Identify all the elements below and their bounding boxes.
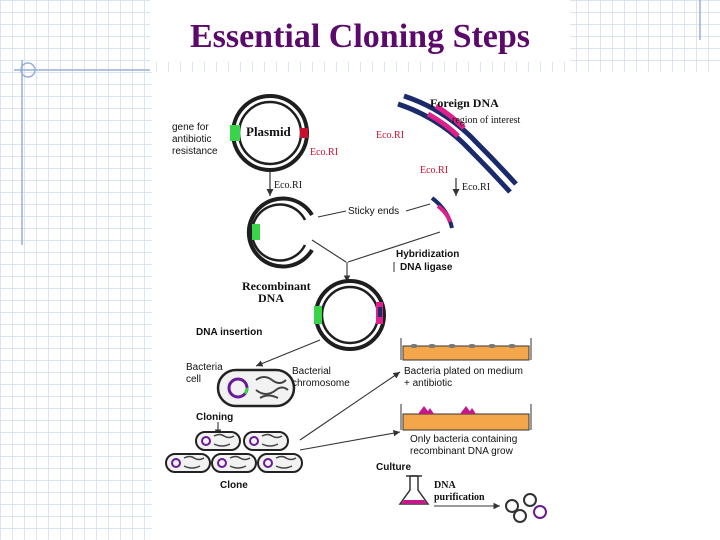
cut-foreign-fragment [430, 196, 454, 229]
merge-line-left [311, 239, 347, 263]
purified-plasmids [505, 493, 547, 523]
recombinant-label-1: Recombinant [242, 279, 311, 293]
arrow-insertion [255, 339, 321, 367]
only-bacteria-label-1: Only bacteria containing [410, 434, 517, 445]
clone-cell [257, 453, 303, 473]
ecori-plasmid-cut-label: Eco.RI [274, 180, 302, 191]
title-band [150, 0, 570, 62]
recombinant-label-2: DNA [258, 291, 284, 305]
sticky-ends-label: Sticky ends [348, 206, 399, 217]
merge-line-right [347, 231, 441, 263]
ecori-site-marker [300, 128, 308, 138]
bacteria-cell [216, 368, 296, 408]
culture-label: Culture [376, 462, 411, 473]
decor-circle [20, 62, 36, 78]
clone-cells [165, 431, 303, 473]
plated-label-1: Bacteria plated on medium [404, 366, 523, 377]
recombinant-dna [314, 279, 386, 351]
resistance-gene-marker [230, 125, 240, 141]
purification-label-1: DNA [434, 480, 456, 491]
plate-selective [400, 404, 532, 431]
chromosome-label-2: chromosome [292, 378, 350, 389]
ecori-mid-label: Eco.RI [420, 165, 448, 176]
ecori-plasmid-label: Eco.RI [310, 147, 338, 158]
clone-label: Clone [220, 480, 248, 491]
purification-label-2: purification [434, 492, 485, 503]
ligase-label: DNA ligase [400, 262, 453, 273]
region-of-interest-label: region of interest [452, 115, 521, 126]
foreign-dna [397, 93, 518, 194]
resistance-gene-label-1: gene for [172, 122, 209, 133]
plate-medium [400, 338, 532, 361]
foreign-dna-label: Foreign DNA [430, 96, 499, 110]
ecori-right-cut-label: Eco.RI [462, 182, 490, 193]
plated-label-2: + antibiotic [404, 378, 452, 389]
ecori-left-label: Eco.RI [376, 130, 404, 141]
clone-cell [243, 431, 289, 451]
clone-cell [195, 431, 241, 451]
cloning-label: Cloning [196, 412, 233, 423]
chromosome-label-1: Bacterial [292, 366, 331, 377]
resistance-gene-label-3: resistance [172, 146, 218, 157]
culture-flask [398, 475, 430, 505]
plasmid-label: Plasmid [246, 124, 292, 139]
slide-title: Essential Cloning Steps [189, 18, 531, 55]
sticky-ends-pointer-left [317, 210, 347, 218]
bacteria-cell-label-1: Bacteria [186, 362, 223, 373]
bacteria-cell-label-2: cell [186, 374, 201, 385]
arrow-to-selective-plate [299, 429, 401, 451]
plasmid [230, 94, 309, 172]
arrow-to-plate [299, 371, 401, 441]
dna-insertion-label: DNA insertion [196, 327, 262, 338]
sticky-ends-pointer-right [405, 203, 431, 212]
clone-cell [165, 453, 211, 473]
clone-cell [211, 453, 257, 473]
cut-plasmid [246, 196, 314, 269]
hybridization-label: Hybridization [396, 249, 459, 260]
resistance-gene-label-2: antibiotic [172, 134, 211, 145]
only-bacteria-label-2: recombinant DNA grow [410, 446, 514, 457]
